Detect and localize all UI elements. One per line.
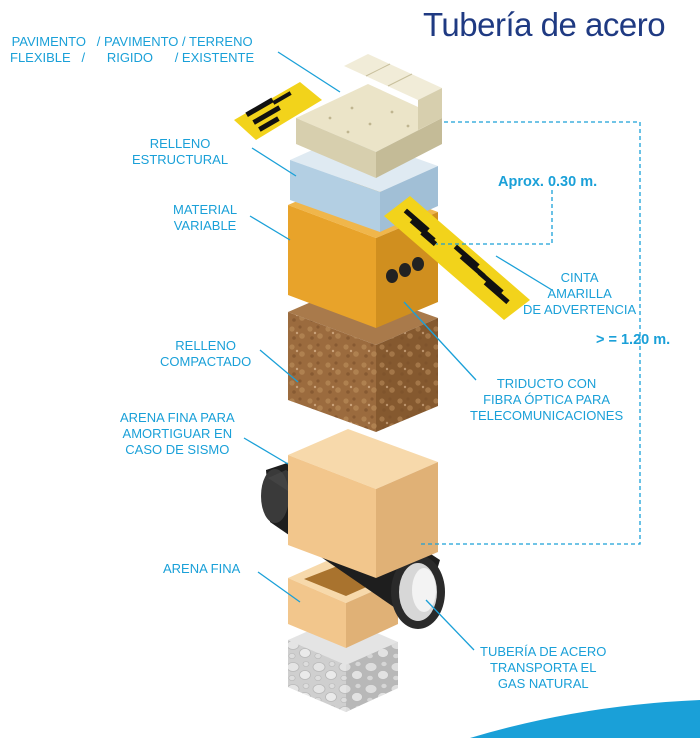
label-cinta-amarilla: CINTA AMARILLA DE ADVERTENCIA bbox=[523, 270, 637, 317]
label-tuberia-acero: TUBERÍA DE ACERO TRANSPORTA EL GAS NATUR… bbox=[480, 644, 607, 691]
base-stone-layer bbox=[288, 617, 398, 712]
pavement-layer bbox=[296, 54, 442, 178]
label-material-variable: MATERIAL VARIABLE bbox=[173, 202, 238, 233]
measurement-deep: > = 1.20 m. bbox=[596, 332, 671, 348]
measurement-shallow: Aprox. 0.30 m. bbox=[498, 174, 598, 190]
warning-tape-right bbox=[384, 196, 530, 320]
warning-tape-left bbox=[234, 82, 322, 140]
label-pavimento: PAVIMENTO / PAVIMENTO / TERRENO FLEXIBLE… bbox=[10, 34, 255, 65]
label-arena-sismo: ARENA FINA PARA AMORTIGUAR EN CASO DE SI… bbox=[120, 410, 235, 457]
label-relleno-compactado: RELLENO COMPACTADO bbox=[160, 338, 252, 369]
label-triducto: TRIDUCTO CON FIBRA ÓPTICA PARA TELECOMUN… bbox=[470, 376, 624, 423]
page-title: Tubería de acero bbox=[423, 6, 666, 43]
label-arena-fina: ARENA FINA bbox=[163, 561, 241, 576]
decorative-swoosh bbox=[470, 700, 700, 738]
label-relleno-estructural: RELLENO ESTRUCTURAL bbox=[132, 136, 229, 167]
dimension-lines bbox=[420, 121, 641, 545]
seismic-sand-layer bbox=[288, 429, 438, 578]
leader-lines bbox=[243, 51, 553, 651]
